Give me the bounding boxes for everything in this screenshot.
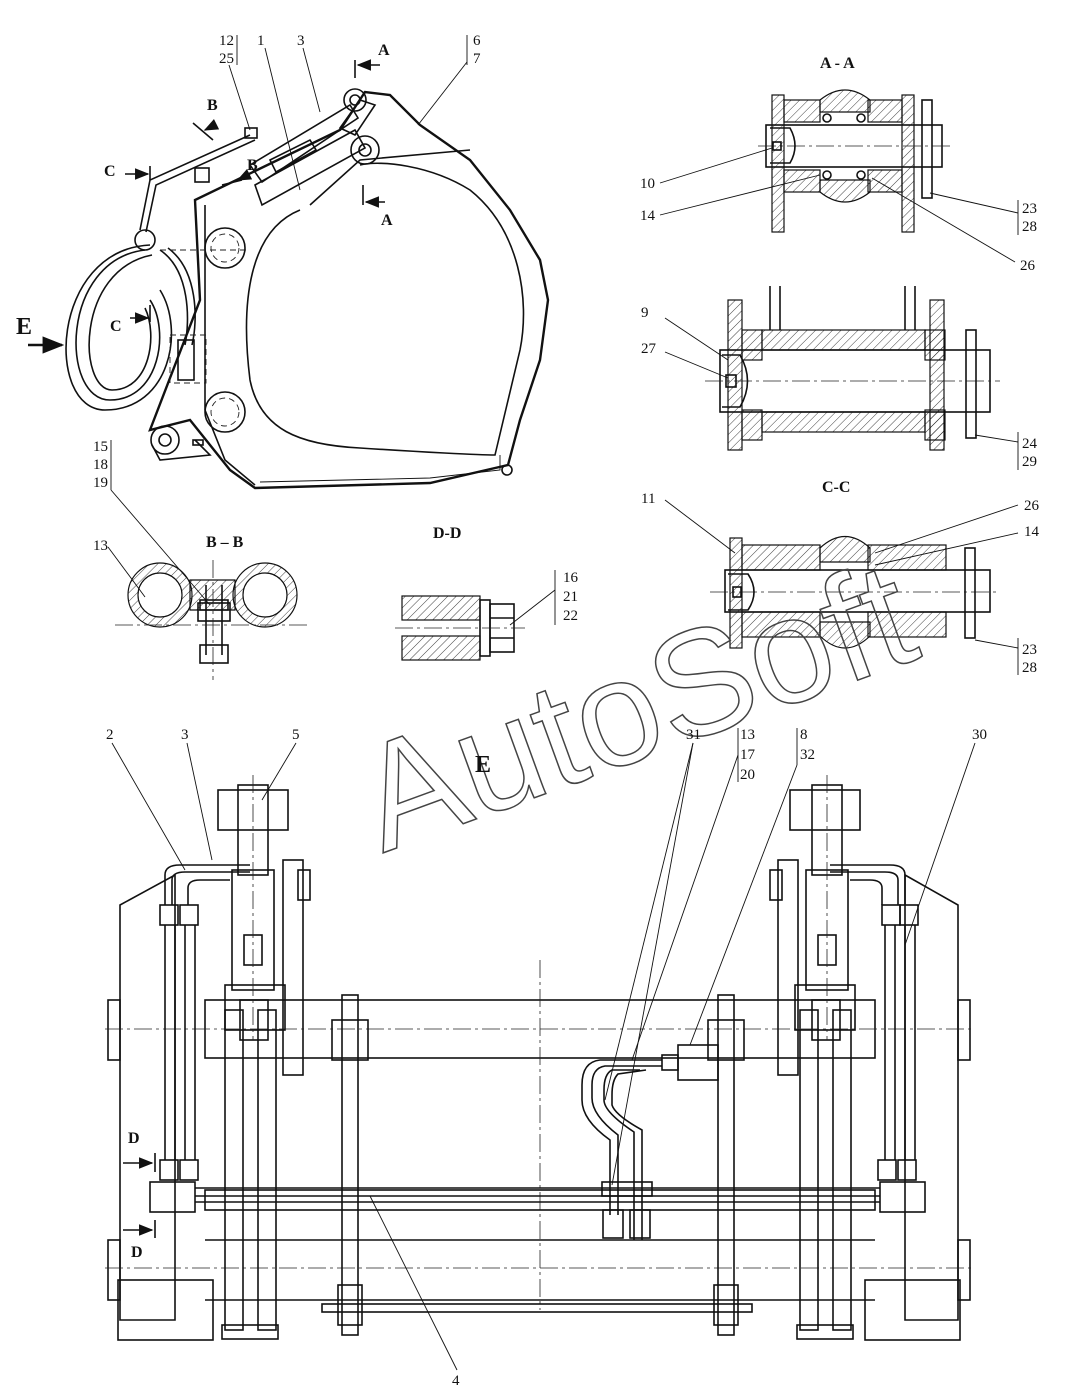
cut-label-d-top: D [128,1130,140,1147]
cut-label-b-top: B [207,97,218,114]
callout-30: 30 [972,727,987,743]
cut-label-c-top: C [104,163,116,180]
callout-28: 28 [1022,219,1037,235]
side-cut-marks: A A B B C C E [16,42,393,354]
callout-25: 25 [219,51,234,67]
callout-22: 22 [563,608,578,624]
callout-23: 23 [1022,201,1037,217]
section-bb: B – B 13 [93,534,310,680]
callout-26: 26 [1020,258,1036,274]
callout-32: 32 [800,747,815,763]
section-pin-9: 9 27 24 29 [641,286,1038,470]
callout-31: 31 [686,727,701,743]
callout-7: 7 [473,51,481,67]
callout-8: 8 [800,727,808,743]
section-aa: A - A 10 14 23 28 26 [640,55,1037,274]
callout-13-bb: 13 [93,538,108,554]
callout-14: 14 [640,208,656,224]
side-view [65,88,550,490]
callout-18: 18 [93,457,108,473]
side-callouts: 12 25 1 3 6 7 15 18 19 [93,33,481,606]
cut-label-c-bottom: C [110,318,122,335]
callout-9: 9 [641,305,649,321]
callout-11: 11 [641,491,655,507]
section-dd: D-D 16 21 22 [395,525,579,661]
section-cc-title: C-C [822,479,850,496]
callout-13-e: 13 [740,727,755,743]
callout-20: 20 [740,767,755,783]
callout-24: 24 [1022,436,1038,452]
callout-1: 1 [257,33,265,49]
callout-23-cc: 23 [1022,642,1037,658]
callout-17: 17 [740,747,756,763]
callout-3-e: 3 [181,727,189,743]
cut-label-a-top: A [378,42,390,59]
callout-3: 3 [297,33,305,49]
callout-26-cc: 26 [1024,498,1040,514]
view-e-arrow-label: E [16,314,32,340]
callout-14-cc: 14 [1024,524,1040,540]
section-cc: C-C 11 26 14 23 28 [641,479,1040,676]
callout-5: 5 [292,727,300,743]
cut-label-d-bottom: D [131,1244,143,1261]
callout-28-cc: 28 [1022,660,1037,676]
callout-29: 29 [1022,454,1037,470]
callout-12: 12 [219,33,234,49]
view-e-title: E [475,752,491,778]
callout-4: 4 [452,1373,460,1389]
callout-19: 19 [93,475,108,491]
callout-10: 10 [640,176,655,192]
section-dd-title: D-D [433,525,461,542]
callout-6: 6 [473,33,481,49]
cut-label-a-bottom: A [381,212,393,229]
callout-2: 2 [106,727,114,743]
callout-27: 27 [641,341,657,357]
view-e: E [105,727,987,1389]
section-bb-title: B – B [206,534,244,551]
callout-16: 16 [563,570,579,586]
callout-15: 15 [93,439,108,455]
callout-21: 21 [563,589,578,605]
cut-label-b-mid: B [247,157,258,174]
section-aa-title: A - A [820,55,855,72]
